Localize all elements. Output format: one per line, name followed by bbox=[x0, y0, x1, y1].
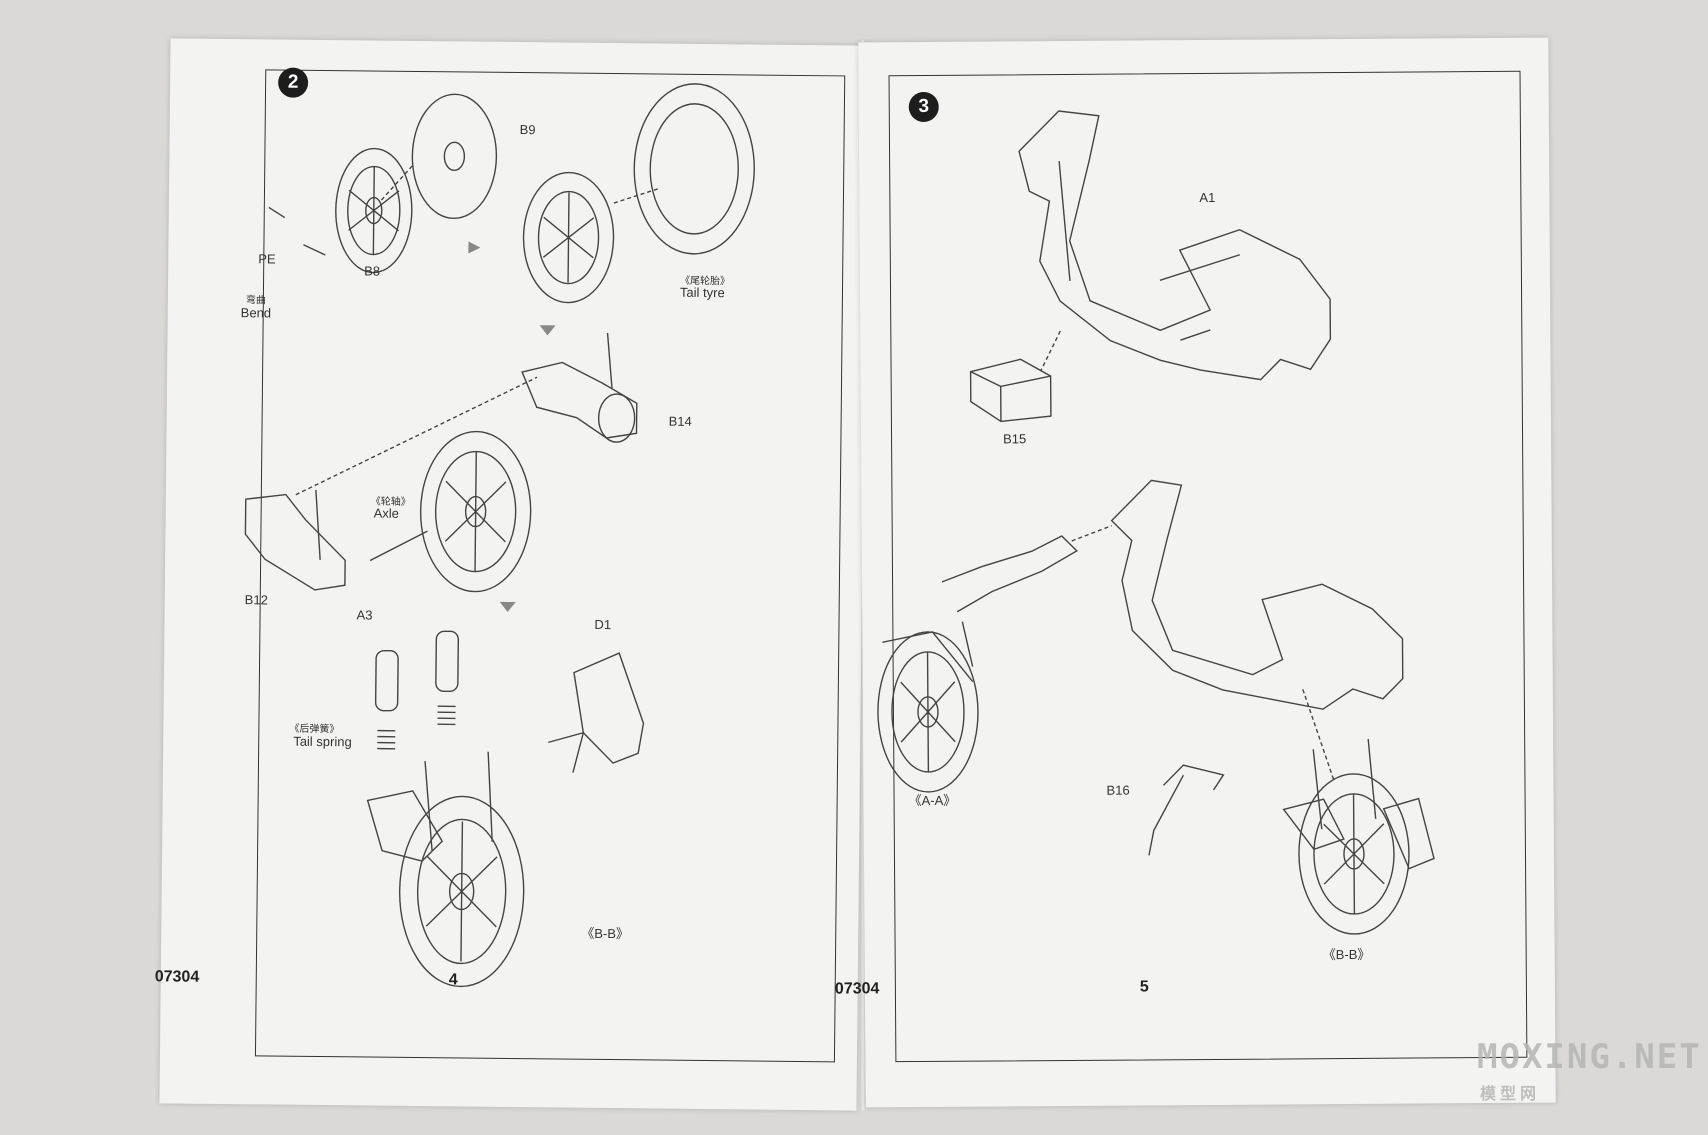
part-label-d1: D1 bbox=[594, 616, 612, 633]
assembly-illustration-step-2 bbox=[244, 83, 755, 988]
view-label-aa: 《A-A》 bbox=[908, 792, 957, 809]
part-label-pe: PE bbox=[258, 251, 276, 267]
part-label-b9: B9 bbox=[519, 122, 536, 138]
watermark-subtext: 模型网 bbox=[1480, 1086, 1541, 1103]
part-label-b12: B12 bbox=[244, 592, 268, 608]
tail-spring-label-en: Tail spring bbox=[293, 733, 352, 750]
tail-tyre-label-en: Tail tyre bbox=[679, 284, 725, 301]
assembly-illustration-step-3 bbox=[877, 110, 1435, 935]
instruction-page-right: 3 bbox=[835, 37, 1556, 1108]
part-label-b16: B16 bbox=[1106, 782, 1130, 798]
part-label-b15: B15 bbox=[1003, 431, 1027, 447]
part-label-a1: A1 bbox=[1199, 189, 1216, 206]
page-number: 5 bbox=[1139, 978, 1149, 996]
view-label-bb: 《B-B》 bbox=[1322, 946, 1371, 963]
page-number: 4 bbox=[448, 971, 458, 989]
instruction-page-left: 2 bbox=[155, 38, 868, 1111]
watermark-text: MOXING.NET bbox=[1477, 1037, 1702, 1077]
part-label-b14: B14 bbox=[668, 413, 692, 429]
part-label-b8: B8 bbox=[364, 263, 381, 279]
view-label-bb: 《B-B》 bbox=[581, 925, 629, 942]
bend-label-cn: 弯曲 bbox=[245, 295, 266, 307]
bend-label-en: Bend bbox=[240, 305, 272, 321]
kit-number: 07304 bbox=[154, 968, 200, 986]
part-label-a3: A3 bbox=[356, 607, 373, 623]
axle-label-en: Axle bbox=[373, 505, 400, 521]
kit-number: 07304 bbox=[834, 980, 880, 998]
